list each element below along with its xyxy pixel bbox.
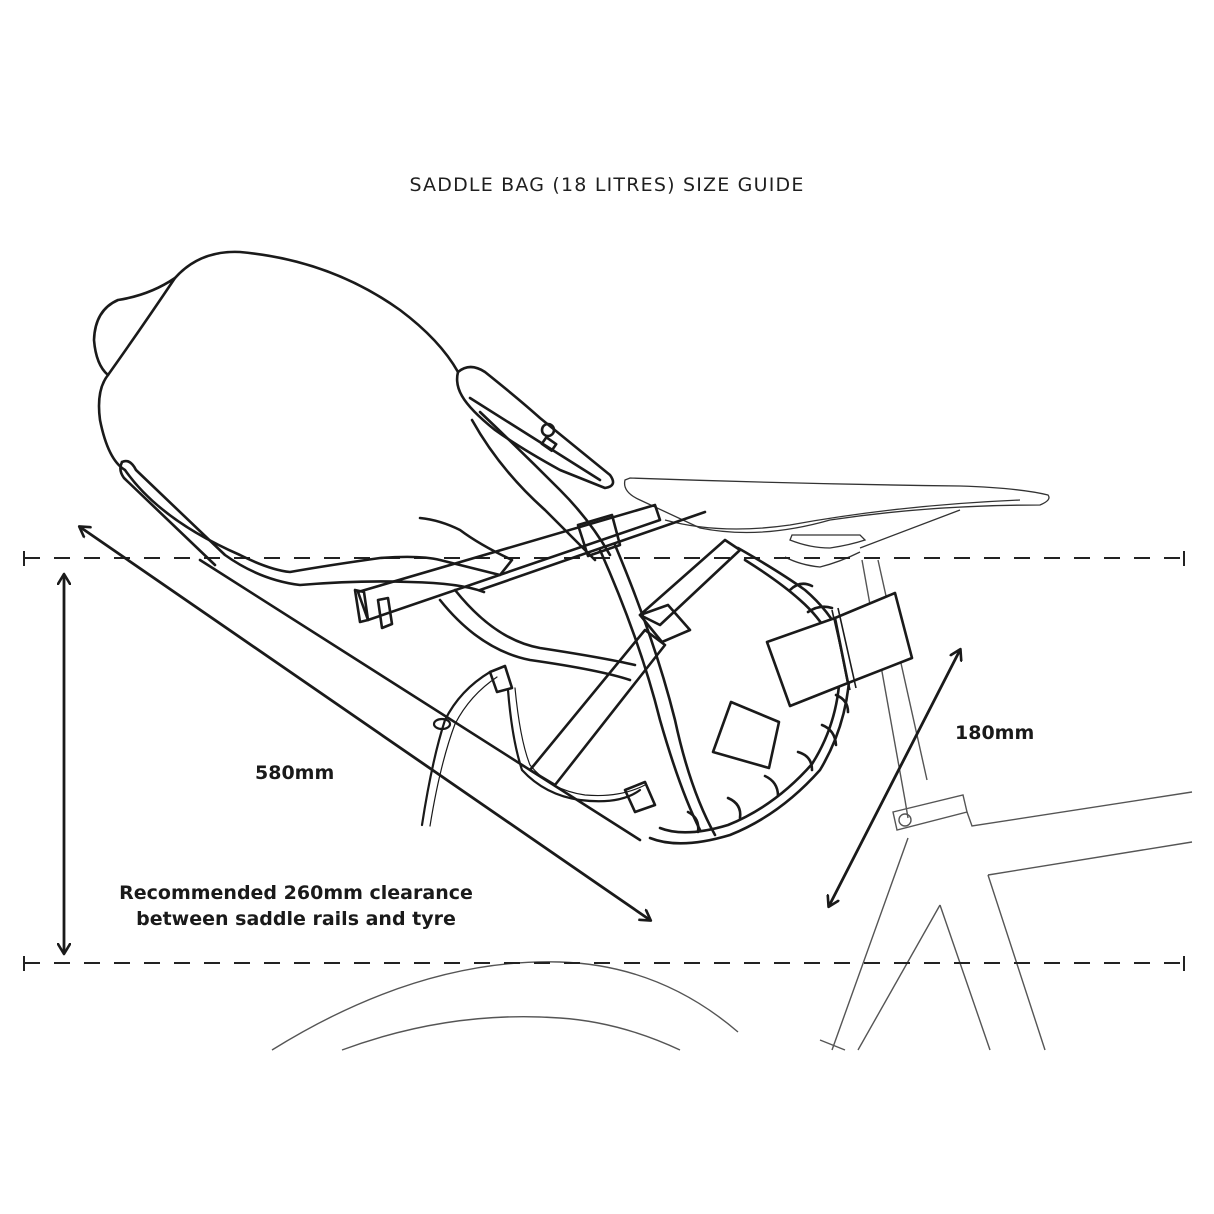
top-tube-lower [987,841,1193,876]
dimension-arrows [64,527,960,953]
seat-post-right [877,559,928,781]
bag-outline [97,373,514,577]
saddle-rail [859,509,961,549]
diagonal-buckle [638,603,692,644]
arrow-580mm [80,527,650,920]
diagonal-strap [638,538,742,627]
seat-tube-right [857,904,941,1051]
bag-patches [711,591,914,770]
light-mount-right [833,591,914,685]
top-strap [455,365,615,490]
harness [353,365,742,837]
bike-frame [271,559,1193,1051]
bag-tail [648,546,852,845]
clearance-note-line1: Recommended 260mm clearance [119,882,473,904]
seat-clamp [892,794,968,831]
wheel-inner-arc [341,1016,681,1051]
tail-outline [648,546,852,845]
saddle [623,477,1050,568]
seat-clamp-bolt [898,813,912,827]
clearance-note: Recommended 260mm clearance between sadd… [92,880,500,932]
length-label: 580mm [255,762,335,784]
diagram-title: SADDLE BAG (18 LITRES) SIZE GUIDE [409,174,805,196]
height-label: 180mm [955,722,1035,744]
seat-tube-inner [939,904,991,1051]
seat-tube-left [831,837,909,1051]
wheel-outer-arc [271,961,739,1051]
seat-stay [819,1039,846,1051]
clearance-note-line2: between saddle rails and tyre [136,908,456,930]
bag-roll-top [92,276,177,377]
arrow-180mm [829,650,960,906]
bungee-cord [420,670,646,827]
top-tube [966,791,1193,827]
square-patch [711,700,781,770]
light-mount-left [765,616,850,708]
